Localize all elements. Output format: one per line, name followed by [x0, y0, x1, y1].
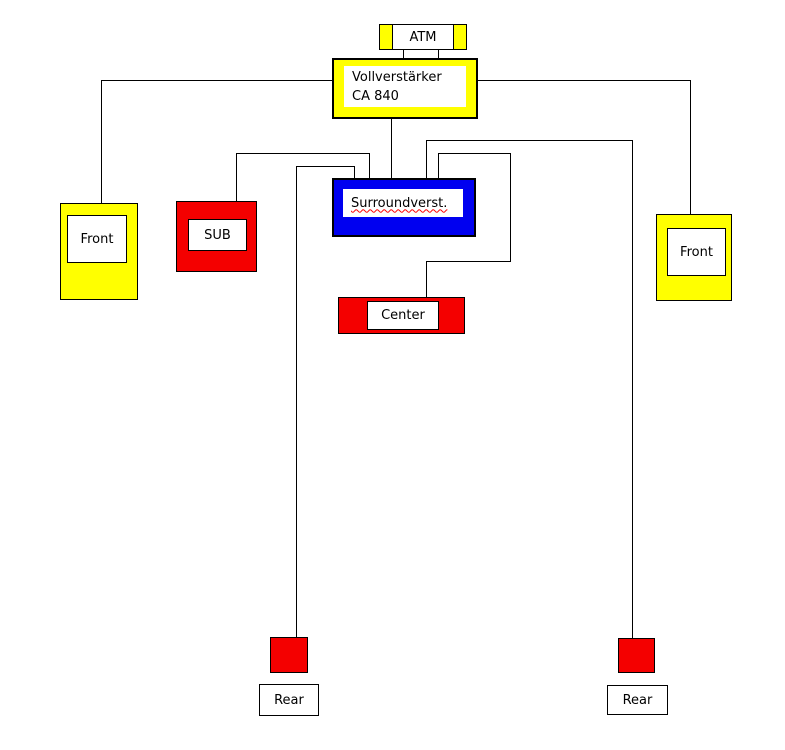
node-atm: ATM: [379, 24, 467, 50]
wire-surround-center-v1: [438, 153, 439, 178]
node-surround-amplifier: Surroundverst.: [332, 178, 476, 237]
node-rear-right-label: Rear: [607, 685, 668, 715]
wire-surround-center-v3: [426, 261, 427, 297]
wire-surround-rearleft-v1: [354, 166, 355, 178]
node-subwoofer: SUB: [176, 201, 257, 272]
wire-amplifier-frontleft-h: [101, 80, 332, 81]
node-center-inner: Center: [367, 301, 439, 330]
node-front-right-label: Front: [680, 244, 713, 260]
wire-surround-center-v2: [510, 153, 511, 261]
node-surround-label: Surroundverst.: [351, 195, 448, 211]
wire-surround-rearleft-v2: [296, 166, 297, 637]
node-atm-inner: ATM: [392, 25, 454, 49]
node-sub-label: SUB: [204, 227, 231, 243]
node-front-left-inner: Front: [67, 215, 127, 263]
node-front-left-label: Front: [80, 231, 114, 247]
wire-surround-rearright-v1: [426, 140, 427, 178]
node-sub-inner: SUB: [188, 219, 247, 251]
node-front-speaker-left: Front: [60, 203, 138, 300]
node-front-speaker-right: Front: [656, 214, 732, 301]
wire-surround-rearleft-h: [296, 166, 354, 167]
wire-surround-center-h2: [426, 261, 511, 262]
node-front-right-inner: Front: [667, 228, 726, 276]
wire-surround-sub-v2: [369, 153, 370, 178]
wire-atm-amplifier-right: [438, 50, 439, 58]
node-surround-inner: Surroundverst.: [343, 189, 463, 217]
wire-surround-sub-h: [236, 153, 369, 154]
wire-amplifier-frontright-v: [690, 80, 691, 214]
node-amplifier-inner: Vollverstärker CA 840: [344, 66, 466, 107]
wire-surround-rearright-h: [426, 140, 632, 141]
wire-amplifier-frontleft-v: [101, 80, 102, 203]
node-rear-left-label: Rear: [259, 684, 319, 716]
wire-surround-rearright-v2: [632, 140, 633, 638]
node-amplifier-label-line2: CA 840: [352, 88, 399, 104]
node-amplifier-label-line1: Vollverstärker: [352, 69, 442, 85]
node-rear-speaker-right: [618, 638, 655, 673]
node-amplifier: Vollverstärker CA 840: [332, 58, 478, 119]
rear-right-label-text: Rear: [622, 692, 653, 708]
node-atm-label: ATM: [409, 29, 437, 45]
wire-amplifier-frontright-h: [478, 80, 690, 81]
wire-surround-sub-v1: [236, 153, 237, 201]
node-center-label: Center: [381, 308, 425, 323]
node-center-speaker: Center: [338, 297, 465, 334]
rear-left-label-text: Rear: [274, 692, 304, 708]
wire-atm-amplifier-left: [403, 50, 404, 58]
wire-amplifier-surround: [391, 119, 392, 178]
wire-surround-center-h1: [438, 153, 510, 154]
node-rear-speaker-left: [270, 637, 308, 673]
